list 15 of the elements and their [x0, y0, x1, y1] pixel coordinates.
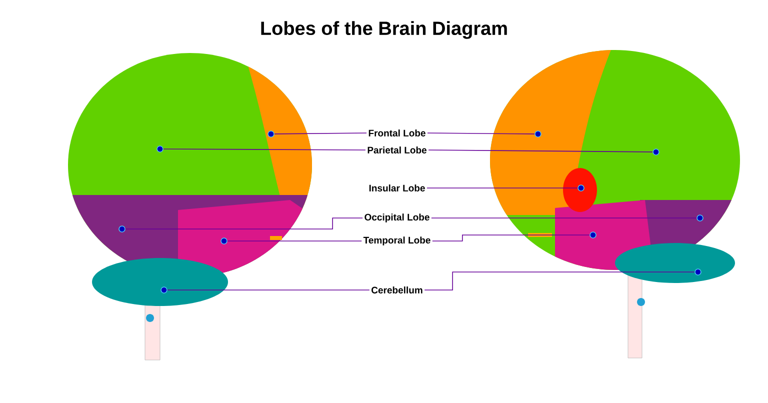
- leader-line: [163, 148, 366, 150]
- leader-line: [428, 150, 653, 152]
- lobe-label: Cerebellum: [372, 286, 422, 294]
- lobe-label: Occipital Lobe: [364, 214, 430, 222]
- leader-line: [427, 132, 535, 134]
- leader-line: [227, 240, 362, 242]
- leader-line: [125, 218, 363, 230]
- leader-line: [432, 234, 590, 242]
- leader-line: [424, 272, 695, 290]
- leader-line: [274, 132, 367, 134]
- lobe-label: Insular Lobe: [369, 184, 425, 192]
- title: Lobes of the Brain Diagram: [261, 21, 507, 39]
- lobe-label: Temporal Lobe: [363, 236, 430, 246]
- lobe-label: Frontal Lobe: [368, 130, 426, 136]
- lobe-label: Parietal Lobe: [368, 146, 426, 154]
